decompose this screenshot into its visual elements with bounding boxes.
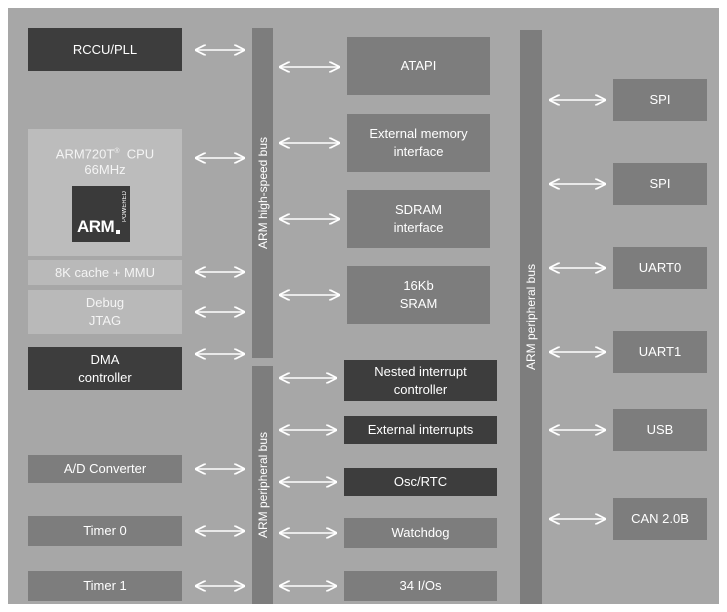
usb-label: USB	[646, 422, 674, 437]
arm-peripheral-bus-left: ARM peripheral bus	[252, 366, 273, 604]
ad-converter-block: A/D Converter	[28, 455, 182, 483]
atapi-label: ATAPI	[400, 58, 437, 73]
timer1-block: Timer 1	[28, 571, 182, 601]
io-label: 34 I/Os	[399, 578, 442, 593]
cpu-frequency: 66MHz	[84, 162, 126, 177]
logo-square	[116, 230, 120, 234]
peripheral-bus-right-label: ARM peripheral bus	[524, 263, 538, 371]
spi-block-1: SPI	[613, 79, 707, 121]
timer1-label: Timer 1	[83, 578, 127, 593]
debug-jtag-label: Debug JTAG	[85, 295, 125, 328]
debug-jtag-block: Debug JTAG	[28, 290, 182, 334]
cpu-label: CPU	[126, 146, 155, 162]
osc-rtc-label: Osc/RTC	[393, 474, 448, 489]
dma-controller-label: DMA controller	[78, 351, 132, 385]
usb-block: USB	[613, 409, 707, 451]
cpu-title: ARM720T® CPU	[28, 143, 182, 163]
can-label: CAN 2.0B	[631, 511, 689, 526]
nested-interrupt-controller-block: Nested interrupt controller	[344, 360, 497, 401]
watchdog-block: Watchdog	[344, 518, 497, 548]
nested-interrupt-controller-label: Nested interrupt controller	[374, 363, 467, 397]
watchdog-label: Watchdog	[391, 525, 450, 540]
cache-mmu-label: 8K cache + MMU	[54, 264, 156, 280]
ad-converter-label: A/D Converter	[63, 461, 147, 476]
peripheral-bus-left-label: ARM peripheral bus	[255, 431, 270, 539]
spi-1-label: SPI	[649, 92, 671, 107]
sram-block: 16Kb SRAM	[347, 266, 490, 324]
uart0-block: UART0	[613, 247, 707, 289]
atapi-block: ATAPI	[347, 37, 490, 95]
high-speed-bus-label: ARM high-speed bus	[255, 136, 270, 250]
arm-logo-text: ARM	[77, 217, 115, 236]
arm-powered-logo: ARM POWERED	[72, 186, 130, 242]
external-interrupts-label: External interrupts	[367, 422, 474, 437]
external-memory-interface-block: External memory interface	[347, 114, 490, 172]
logo-powered-text: POWERED	[122, 191, 128, 223]
osc-rtc-block: Osc/RTC	[344, 468, 497, 496]
can-block: CAN 2.0B	[613, 498, 707, 540]
timer0-block: Timer 0	[28, 516, 182, 546]
dma-controller-block: DMA controller	[28, 347, 182, 390]
sdram-interface-label: SDRAM interface	[393, 202, 444, 235]
uart0-label: UART0	[638, 260, 682, 275]
external-interrupts-block: External interrupts	[344, 416, 497, 444]
registered-mark: ®	[114, 148, 120, 155]
rccu-pll-block: RCCU/PLL	[28, 28, 182, 71]
spi-2-label: SPI	[649, 176, 671, 191]
timer0-label: Timer 0	[83, 523, 127, 538]
cpu-block: ARM720T® CPU 66MHz ARM POWERED	[28, 129, 182, 256]
sdram-interface-block: SDRAM interface	[347, 190, 490, 248]
io-block: 34 I/Os	[344, 571, 497, 601]
arm-high-speed-bus: ARM high-speed bus	[252, 28, 273, 358]
rccu-pll-label: RCCU/PLL	[72, 41, 138, 57]
external-memory-interface-label: External memory interface	[369, 126, 468, 159]
block-diagram: ARM high-speed bus ARM peripheral bus AR…	[8, 8, 719, 604]
uart1-block: UART1	[613, 331, 707, 373]
cache-mmu-block: 8K cache + MMU	[28, 260, 182, 285]
arm-peripheral-bus-right: ARM peripheral bus	[520, 30, 542, 604]
uart1-label: UART1	[638, 344, 682, 359]
sram-label: 16Kb SRAM	[399, 278, 438, 311]
spi-block-2: SPI	[613, 163, 707, 205]
cpu-name: ARM720T	[55, 146, 115, 162]
